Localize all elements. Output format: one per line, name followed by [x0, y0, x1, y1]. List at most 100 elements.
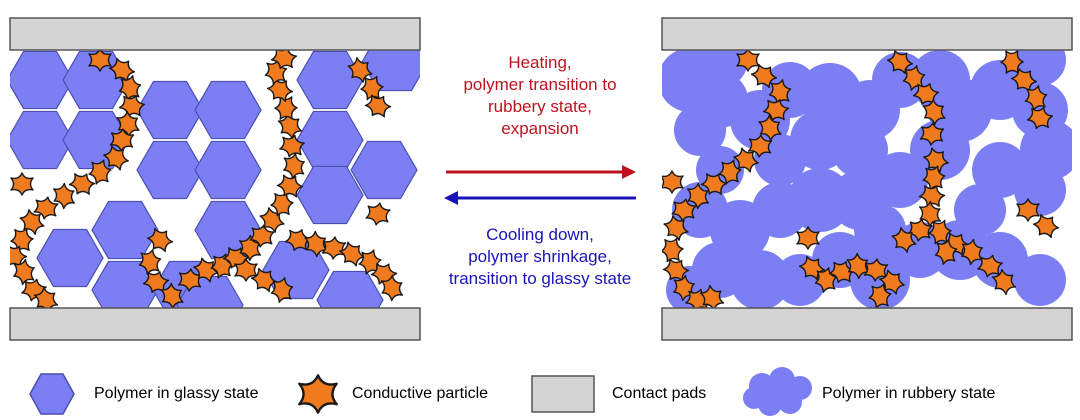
- heating-line: Heating,: [508, 53, 572, 72]
- conductive-particle: [1016, 198, 1040, 222]
- conductive-particle: [1032, 213, 1060, 239]
- heating-description: Heating, polymer transition to rubbery s…: [420, 52, 660, 140]
- conductive-particle: [1026, 106, 1054, 130]
- bottom-contact-pad-left: [9, 307, 421, 341]
- conductive-particle: [138, 249, 162, 275]
- conductive-particle: [10, 244, 28, 268]
- rubbery-polymer-lobe: [872, 52, 928, 108]
- heating-line: expansion: [501, 119, 579, 138]
- rubbery-polymer-lobe: [872, 152, 928, 208]
- conductive-particle: [907, 218, 933, 242]
- conductive-particle: [279, 134, 305, 158]
- legend-pads-label: Contact pads: [612, 385, 707, 402]
- cooling-description: Cooling down, polymer shrinkage, transit…: [420, 224, 660, 290]
- conductive-particle: [796, 226, 820, 250]
- legend-particle-icon: [298, 374, 338, 414]
- conductive-particle: [274, 96, 298, 120]
- conductive-particle: [758, 114, 782, 142]
- conductive-particle: [747, 134, 773, 158]
- glassy-polymer-hexagon: [316, 270, 384, 308]
- conductive-particle: [863, 258, 889, 282]
- bottom-contact-pad-right: [661, 307, 1073, 341]
- conductive-particle: [88, 50, 112, 72]
- rubbery-polymer-lobe: [674, 104, 726, 156]
- conductive-particle: [234, 258, 258, 282]
- conductive-particle: [686, 182, 710, 210]
- conductive-particle: [977, 254, 1003, 278]
- heating-line: rubbery state,: [488, 97, 592, 116]
- legend-pad-icon: [531, 375, 595, 413]
- legend-rubbery-icon: [743, 367, 812, 416]
- conductive-particle: [922, 165, 946, 191]
- rubbery-polymer-lobe: [1014, 254, 1066, 306]
- conductive-particle: [364, 94, 392, 118]
- glassy-state-panel: [9, 17, 421, 341]
- conductive-particle: [919, 122, 945, 146]
- conductive-particle: [103, 145, 129, 171]
- conductive-particle: [922, 98, 946, 126]
- legend-particle-label: Conductive particle: [352, 385, 489, 402]
- conductive-particle: [33, 286, 59, 308]
- top-contact-pad-right: [661, 17, 1073, 51]
- conductive-particle: [700, 173, 728, 195]
- conductive-particle: [768, 79, 792, 105]
- legend-glassy-icon: [29, 373, 75, 415]
- conductive-particle: [68, 173, 96, 195]
- conductive-particle-chains-left: [10, 50, 404, 308]
- conductive-particle: [347, 57, 373, 83]
- conductive-particle: [298, 374, 338, 414]
- conductive-particle: [146, 227, 174, 253]
- rubbery-polymer-lobe: [972, 142, 1028, 198]
- conductive-particle: [19, 209, 45, 235]
- conductive-particle: [1024, 85, 1048, 111]
- conductive-particle: [249, 224, 275, 248]
- conductive-particle: [918, 200, 942, 228]
- conductive-particle: [380, 274, 404, 302]
- conductive-particle: [118, 75, 142, 101]
- glassy-polymer-hexagon: [194, 140, 262, 200]
- conductive-particle: [991, 268, 1017, 296]
- conductive-particle: [868, 283, 892, 308]
- conductive-particle: [321, 236, 347, 260]
- glassy-polymer-hexagon: [91, 200, 159, 260]
- glassy-polymer-hexagon: [296, 165, 364, 225]
- glassy-polymer-hexagon: [194, 80, 262, 140]
- legend: [29, 367, 812, 416]
- conductive-particle: [33, 196, 59, 220]
- glassy-polymer-hexagon: [296, 50, 364, 110]
- glassy-polymer-hexagon: [350, 140, 418, 200]
- conductive-particle: [891, 227, 917, 253]
- conductive-particle: [662, 258, 690, 282]
- conductive-particle: [662, 237, 684, 263]
- conductive-particle: [814, 267, 838, 293]
- conductive-particle: [160, 282, 184, 308]
- conductive-particle: [276, 174, 304, 198]
- glassy-polymer-hexagon: [136, 80, 204, 140]
- conductive-particle: [923, 147, 949, 173]
- rubbery-state-panel: [661, 17, 1073, 341]
- conductive-particle: [13, 258, 35, 286]
- conductive-particle: [270, 50, 298, 70]
- heating-line: polymer transition to: [463, 75, 617, 94]
- conductive-particle: [238, 234, 262, 262]
- rubbery-polymer-lobe: [854, 204, 906, 256]
- rubbery-polymer-lobe: [692, 50, 748, 88]
- glassy-polymer-hexagon: [136, 140, 204, 200]
- conductive-particle: [88, 159, 112, 185]
- glassy-polymer-hexagon: [36, 228, 104, 288]
- top-contact-pad-left: [9, 17, 421, 51]
- conductive-particle: [10, 172, 34, 196]
- glassy-polymer-hexagon: [296, 110, 364, 170]
- cooling-line: transition to glassy state: [448, 269, 632, 288]
- conductive-particle: [733, 147, 759, 173]
- conductive-particle: [736, 50, 760, 72]
- conductive-particle: [365, 202, 391, 226]
- conductive-particle: [934, 239, 958, 265]
- cooling-line: polymer shrinkage,: [468, 247, 612, 266]
- legend-glassy-label: Polymer in glassy state: [94, 385, 259, 402]
- conductive-particle: [142, 271, 170, 293]
- conductive-particle: [108, 57, 136, 83]
- conductive-particle: [750, 63, 778, 89]
- conductive-particle: [116, 110, 140, 138]
- conductive-particle: [699, 284, 725, 308]
